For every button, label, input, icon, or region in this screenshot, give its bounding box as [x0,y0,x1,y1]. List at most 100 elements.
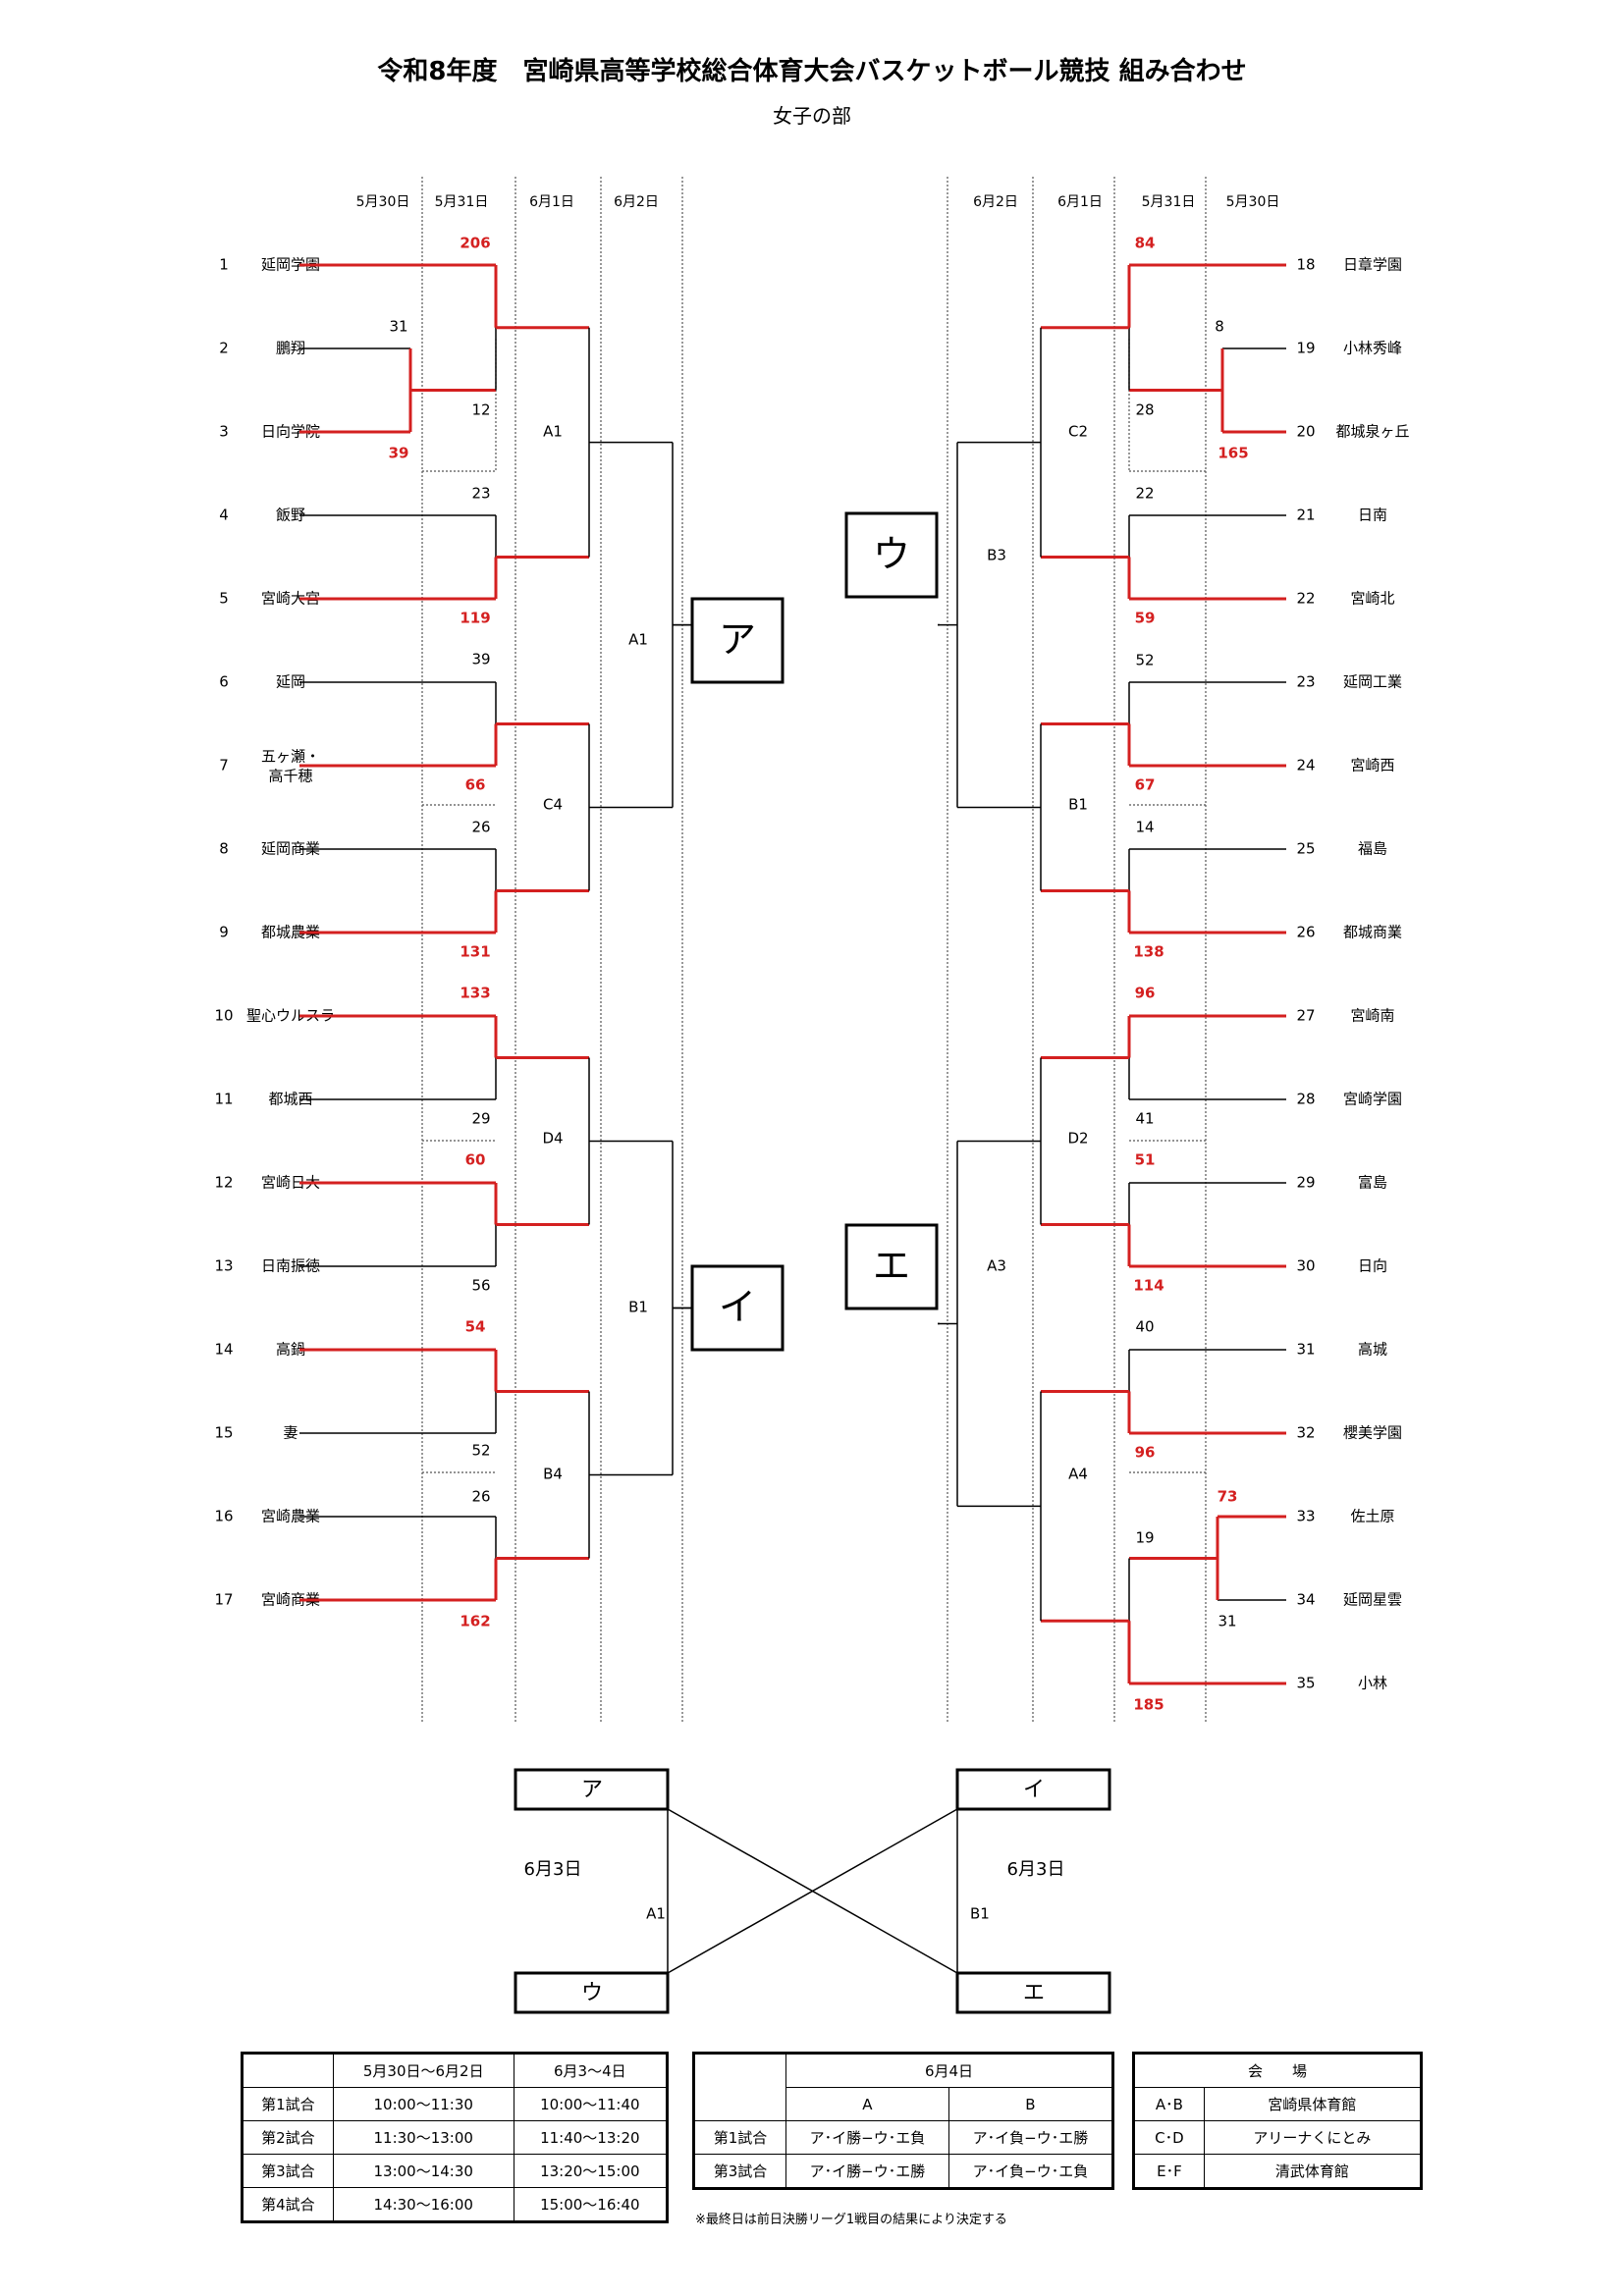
score-label: 51 [1135,1151,1156,1169]
team-number: 24 [1296,757,1315,774]
score-label: 39 [471,651,490,668]
team-number: 12 [214,1174,233,1192]
team-name: 高城 [1358,1341,1387,1359]
team-name: 延岡商業 [261,840,320,858]
team-name: 宮崎日大 [261,1174,320,1192]
team-number: 32 [1296,1424,1315,1442]
schedule-table: 5月30日～6月2日 6月3～4日 第1試合 10:00～11:30 10:00… [241,2052,669,2223]
table-cell [693,2053,786,2121]
table-cell: A･B [1133,2087,1205,2121]
score-label: 22 [1135,485,1154,503]
score-label: 96 [1135,985,1156,1002]
block-label: ア [719,618,756,662]
team-name: 日南振徳 [261,1257,320,1275]
score-label: 59 [1135,610,1156,627]
team-name: 飯野 [276,507,305,524]
team-number: 27 [1296,1007,1315,1025]
score-label: 165 [1218,445,1248,462]
table-row: A･B 宮崎県体育館 [1133,2087,1423,2121]
team-number: 18 [1296,256,1315,274]
team-name: 延岡 [276,673,305,691]
table-cell: 10:00～11:40 [513,2087,669,2121]
page-title: 令和8年度 宮崎県高等学校総合体育大会バスケットボール競技 組み合わせ [377,57,1247,86]
table-cell: 10:00～11:30 [332,2087,514,2121]
team-number: 5 [219,590,229,608]
date-header: 6月1日 [1057,194,1103,210]
court-label: D4 [542,1130,563,1148]
court-label: A4 [1068,1466,1088,1483]
table-cell [242,2053,334,2088]
table-cell: ア･イ負−ウ･エ負 [947,2154,1114,2189]
table-cell: 11:30～13:00 [332,2120,514,2155]
block-label: ウ [873,533,910,576]
score-label: 31 [1218,1613,1236,1630]
team-number: 17 [214,1591,233,1609]
date-header: 5月30日 [1226,194,1280,210]
page-subtitle: 女子の部 [773,104,851,128]
score-label: 54 [465,1318,486,1336]
team-number: 25 [1296,840,1315,858]
team-number: 16 [214,1508,233,1525]
table-row: 5月30日～6月2日 6月3～4日 [242,2053,669,2088]
score-label: 114 [1133,1277,1164,1295]
team-name: 聖心ウルスラ [246,1007,335,1025]
court-label: A3 [987,1257,1006,1275]
table-cell: 13:20～15:00 [513,2154,669,2188]
block-box [690,597,785,684]
final-box [514,1971,670,2014]
date-header: 5月31日 [1142,194,1196,210]
table-cell: A [785,2087,949,2121]
final-date-left: 6月3日 [524,1859,582,1880]
court-label: A1 [543,423,563,441]
score-label: 133 [460,985,490,1002]
team-name: 延岡学園 [261,256,320,274]
team-number: 7 [219,757,229,774]
final-box-label: ア [581,1778,603,1802]
table-cell: 13:00～14:30 [332,2154,514,2188]
date-header: 5月30日 [356,194,410,210]
table-row: 第1試合 ア･イ勝−ウ･エ負 ア･イ負−ウ･エ勝 [693,2120,1114,2155]
team-number: 2 [219,340,229,357]
table-row: 第4試合 14:30～16:00 15:00～16:40 [242,2187,669,2222]
block-box [844,511,939,599]
table-cell: 14:30～16:00 [332,2187,514,2222]
team-name: 高千穂 [268,768,312,785]
score-label: 8 [1215,318,1224,336]
team-number: 30 [1296,1257,1315,1275]
score-label: 185 [1133,1696,1164,1714]
date-header: 6月2日 [614,194,659,210]
score-label: 206 [460,235,490,252]
final-day-note: ※最終日は前日決勝リーグ1戦目の結果により決定する [695,2213,1007,2227]
team-number: 15 [214,1424,233,1442]
final-court-left: A1 [646,1905,666,1923]
team-name: 櫻美学園 [1343,1424,1402,1442]
team-name: 都城泉ヶ丘 [1335,423,1409,441]
score-label: 162 [460,1613,490,1630]
team-name: 佐土原 [1350,1508,1394,1525]
score-label: 31 [389,318,407,336]
venue-table: 会 場 A･B 宮崎県体育館 C･D アリーナくにとみ E･F 清武体育館 [1132,2052,1423,2190]
score-label: 40 [1135,1318,1154,1336]
team-number: 26 [1296,924,1315,941]
date-header: 6月2日 [973,194,1018,210]
score-label: 96 [1135,1444,1156,1462]
team-number: 28 [1296,1091,1315,1108]
team-name: 日向学院 [261,423,320,441]
score-label: 131 [460,943,490,961]
court-label: B1 [628,1299,648,1316]
team-number: 13 [214,1257,233,1275]
block-box [690,1264,785,1352]
team-number: 3 [219,423,229,441]
team-number: 35 [1296,1675,1315,1692]
score-label: 52 [1135,652,1154,669]
team-number: 20 [1296,423,1315,441]
date-header: 6月1日 [529,194,574,210]
team-name: 高鍋 [276,1341,305,1359]
team-number: 34 [1296,1591,1315,1609]
score-label: 73 [1218,1488,1238,1506]
team-number: 21 [1296,507,1315,524]
table-cell: 5月30日～6月2日 [332,2053,514,2088]
final-box [514,1768,670,1811]
team-name: 都城西 [268,1091,312,1108]
